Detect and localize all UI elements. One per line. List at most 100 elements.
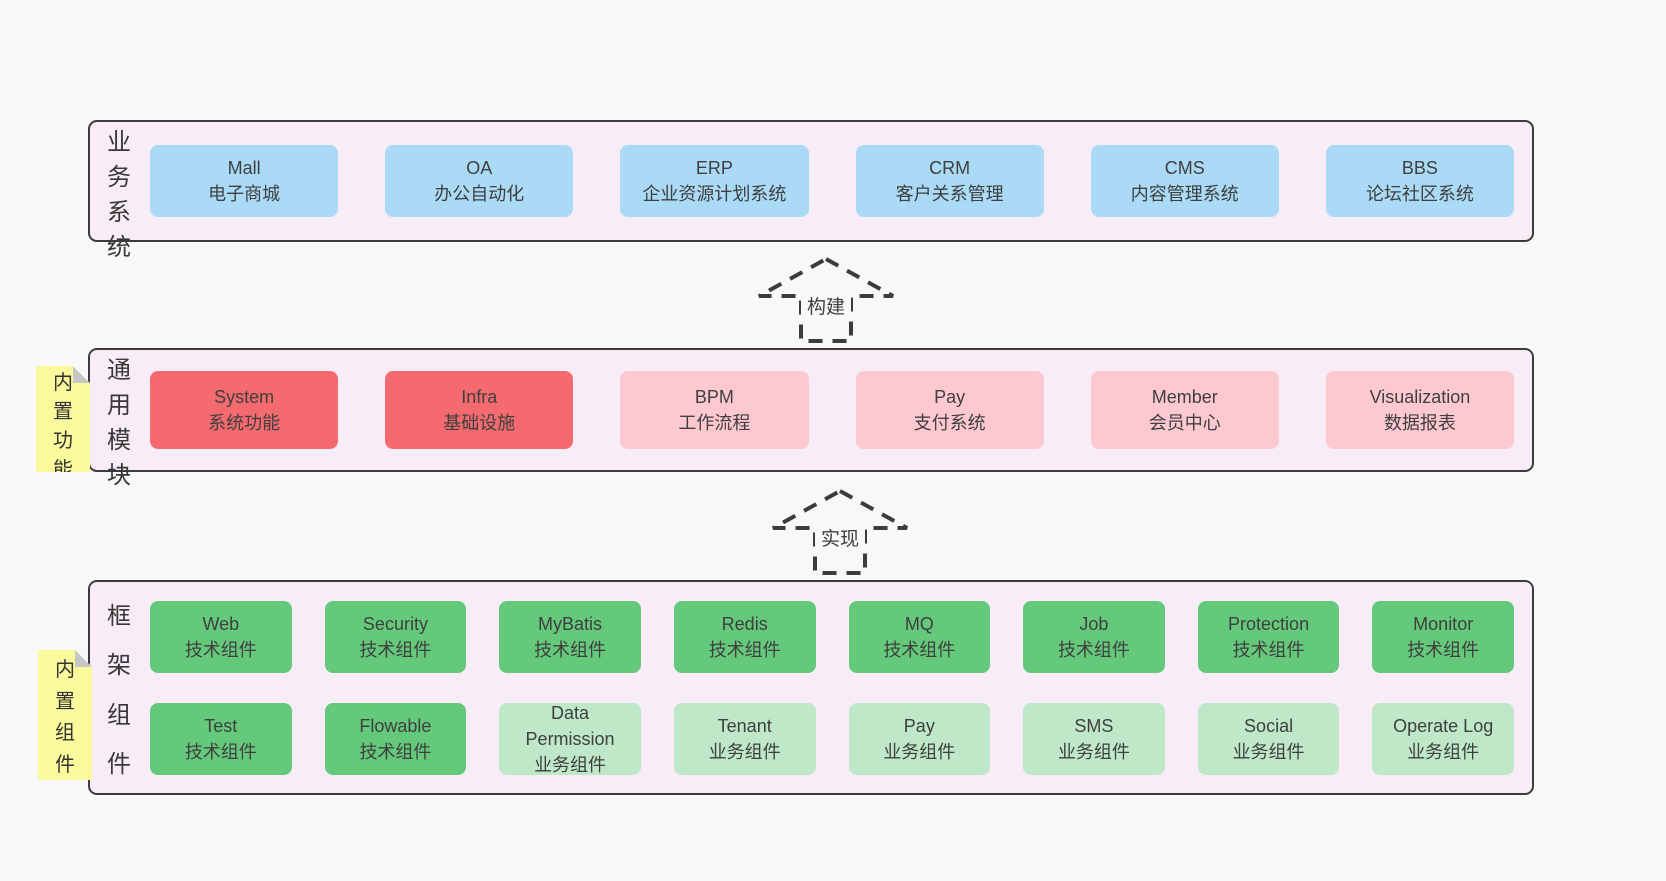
side-label-char: 框	[107, 603, 131, 631]
module-box-pay: Pay 支付系统	[855, 371, 1044, 449]
band-rows: System 系统功能 Infra 基础设施 BPM 工作流程 Pay 支付系统 Member 会…	[150, 350, 1515, 470]
box-title: BPM	[694, 387, 734, 407]
box-subtitle: 技术组件	[708, 639, 781, 660]
note-char: 置	[55, 690, 75, 713]
box-title: Flowable	[359, 715, 432, 736]
note-char: 组	[55, 722, 75, 745]
box-title: Infra	[461, 387, 498, 407]
box-subtitle: 企业资源计划系统	[642, 184, 787, 204]
box-subtitle: 业务组件	[1407, 741, 1480, 762]
box-subtitle: 技术组件	[359, 741, 432, 762]
box-subtitle: 论坛社区系统	[1365, 184, 1474, 204]
module-box-monitor: Monitor 技术组件	[1372, 600, 1514, 673]
module-box-bpm: BPM 工作流程	[620, 371, 809, 449]
side-label-char: 系	[107, 199, 131, 226]
box-title: Pay	[934, 387, 966, 407]
box-title: Redis	[721, 613, 768, 634]
module-box-flowable: Flowable 技术组件	[324, 702, 467, 775]
build-arrow-icon: 构建	[758, 256, 894, 343]
module-box-member: Member 会员中心	[1090, 371, 1279, 449]
box-title: Mall	[227, 158, 261, 178]
box-title: Monitor	[1413, 613, 1474, 634]
box-subtitle: 数据报表	[1383, 413, 1456, 433]
box-subtitle: 工作流程	[678, 413, 751, 433]
box-title: Operate Log	[1393, 715, 1494, 736]
note-char: 件	[55, 754, 75, 777]
side-label-char: 统	[107, 234, 131, 261]
box-title: Social	[1244, 715, 1294, 736]
side-label-char: 用	[107, 392, 131, 419]
box-title: Tenant	[717, 715, 772, 736]
box-title: Security	[362, 613, 428, 634]
box-title: CRM	[929, 158, 971, 178]
box-subtitle: 技术组件	[1057, 639, 1130, 660]
box-subtitle: 内容管理系统	[1130, 184, 1239, 204]
module-box-tenant: Tenant 业务组件	[673, 702, 816, 775]
box-title: Member	[1151, 387, 1218, 407]
box-subtitle: 业务组件	[883, 741, 956, 762]
band-side-label: 业务系统	[104, 122, 134, 261]
box-subtitle: 技术组件	[184, 639, 257, 660]
module-row: System 系统功能 Infra 基础设施 BPM 工作流程 Pay 支付系统 Member 会…	[150, 371, 1515, 449]
box-title: Data Permission	[525, 702, 615, 749]
side-label-char: 件	[107, 750, 131, 778]
implement-arrow-icon: 实现	[772, 488, 908, 575]
implement-arrow-label: 实现	[821, 528, 859, 550]
module-box-system: System 系统功能	[150, 371, 339, 449]
module-box-oa: OA 办公自动化	[385, 145, 574, 217]
box-subtitle: 技术组件	[1407, 639, 1480, 660]
band-side-label: 通用模块	[104, 350, 134, 489]
side-label-char: 通	[107, 357, 131, 384]
note-char: 内	[53, 372, 73, 394]
module-box-sms: SMS 业务组件	[1023, 702, 1165, 775]
box-subtitle: 技术组件	[1232, 639, 1305, 660]
box-subtitle: 业务组件	[1057, 741, 1130, 762]
sticky-note-built-in-features: 内置功能	[36, 366, 90, 472]
box-subtitle: 业务组件	[534, 754, 607, 775]
box-title: MyBatis	[538, 613, 603, 634]
box-subtitle: 支付系统	[913, 413, 986, 433]
side-label-char: 组	[107, 701, 131, 729]
module-box-crm: CRM 客户关系管理	[855, 145, 1044, 217]
box-subtitle: 技术组件	[883, 639, 956, 660]
box-title: ERP	[695, 158, 733, 178]
side-label-char: 务	[107, 164, 131, 191]
build-arrow-label: 构建	[807, 296, 845, 318]
module-box-erp: ERP 企业资源计划系统	[620, 145, 809, 217]
box-subtitle: 客户关系管理	[895, 184, 1004, 204]
module-box-data-permission: Data Permission 业务组件	[499, 702, 641, 775]
band-common-modules: 通用模块 System 系统功能 Infra 基础设施 BPM 工作流程 Pay 支付系统 Me…	[88, 348, 1534, 489]
box-subtitle: 业务组件	[708, 741, 781, 762]
sticky-note-built-in-components: 内置组件	[38, 650, 92, 780]
box-subtitle: 办公自动化	[434, 184, 525, 204]
box-title: OA	[466, 158, 493, 178]
module-box-redis: Redis 技术组件	[673, 600, 816, 673]
box-subtitle: 技术组件	[359, 639, 432, 660]
box-title: System	[214, 387, 275, 407]
sticky-note-text: 内置功能	[36, 366, 90, 472]
box-subtitle: 技术组件	[184, 741, 257, 762]
box-title: CMS	[1164, 158, 1205, 178]
band-side-label: 框架组件	[104, 582, 134, 793]
module-box-infra: Infra 基础设施	[385, 371, 574, 449]
note-char: 功	[53, 430, 73, 452]
box-title: Pay	[903, 715, 935, 736]
box-subtitle: 基础设施	[443, 413, 516, 433]
box-subtitle: 会员中心	[1148, 413, 1221, 433]
box-subtitle: 系统功能	[208, 413, 281, 433]
module-box-pay: Pay 业务组件	[848, 702, 991, 775]
box-title: SMS	[1074, 715, 1114, 736]
sticky-note-text: 内置组件	[38, 650, 92, 780]
